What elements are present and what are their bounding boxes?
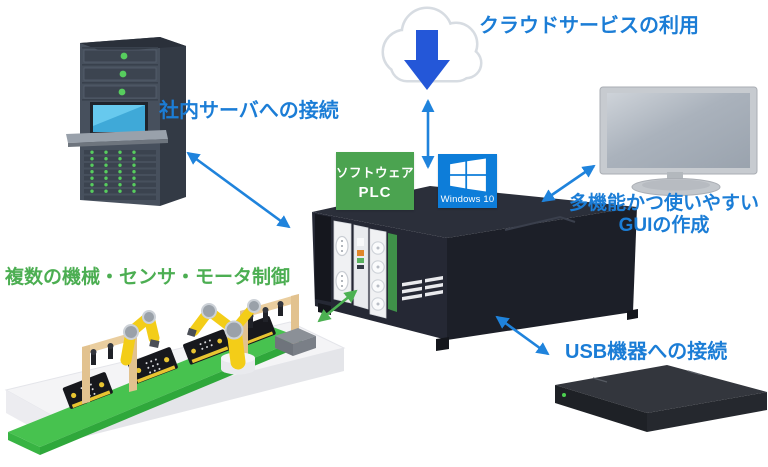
vent-slots [402,276,443,301]
server-console-screen [90,102,148,135]
circuit-board [183,329,231,365]
arrow-server-pc [186,151,291,229]
cloud-download-icon [381,6,483,90]
server-connection-label: 社内サーバへの接続 [159,100,339,122]
windows-10-badge: Windows 10 [438,154,497,208]
gui-creation-label-line2: GUIの作成 [618,215,710,236]
robot-arm [120,310,160,366]
server-bays [83,49,157,99]
connection-arrows [186,99,596,356]
io-panel [315,214,397,319]
windows-logo-icon [449,158,486,192]
usb-connection-label: USB機器への接続 [565,341,728,363]
circuit-board [127,347,178,384]
software-plc-label-line1: ソフトウェア [336,165,415,180]
robot-arm [186,299,261,375]
server-rack-illustration [66,37,186,206]
monitor-illustration [599,86,758,196]
usb-drive-illustration [555,365,767,432]
machine-control-label: 複数の機械・センサ・モータ制御 [5,267,291,288]
production-line-illustration [4,294,346,455]
windows-10-label: Windows 10 [440,194,495,205]
arrow-factory-pc [317,289,358,323]
software-plc-label-line2: PLC [358,183,392,201]
download-arrow-icon [404,30,450,90]
arrow-monitor-pc [541,164,596,203]
arrow-usb-pc [495,315,550,356]
server-drive-grid [84,150,156,200]
gui-creation-label-line1: 多機能かつ使いやすい [568,193,759,214]
software-plc-badge: ソフトウェア PLC [336,152,414,210]
cloud-service-label: クラウドサービスの利用 [479,15,699,37]
gray-box [275,328,316,356]
gui-creation-label: 多機能かつ使いやすい GUIの作成 [558,193,768,237]
server-keyboard-tray [66,130,168,147]
